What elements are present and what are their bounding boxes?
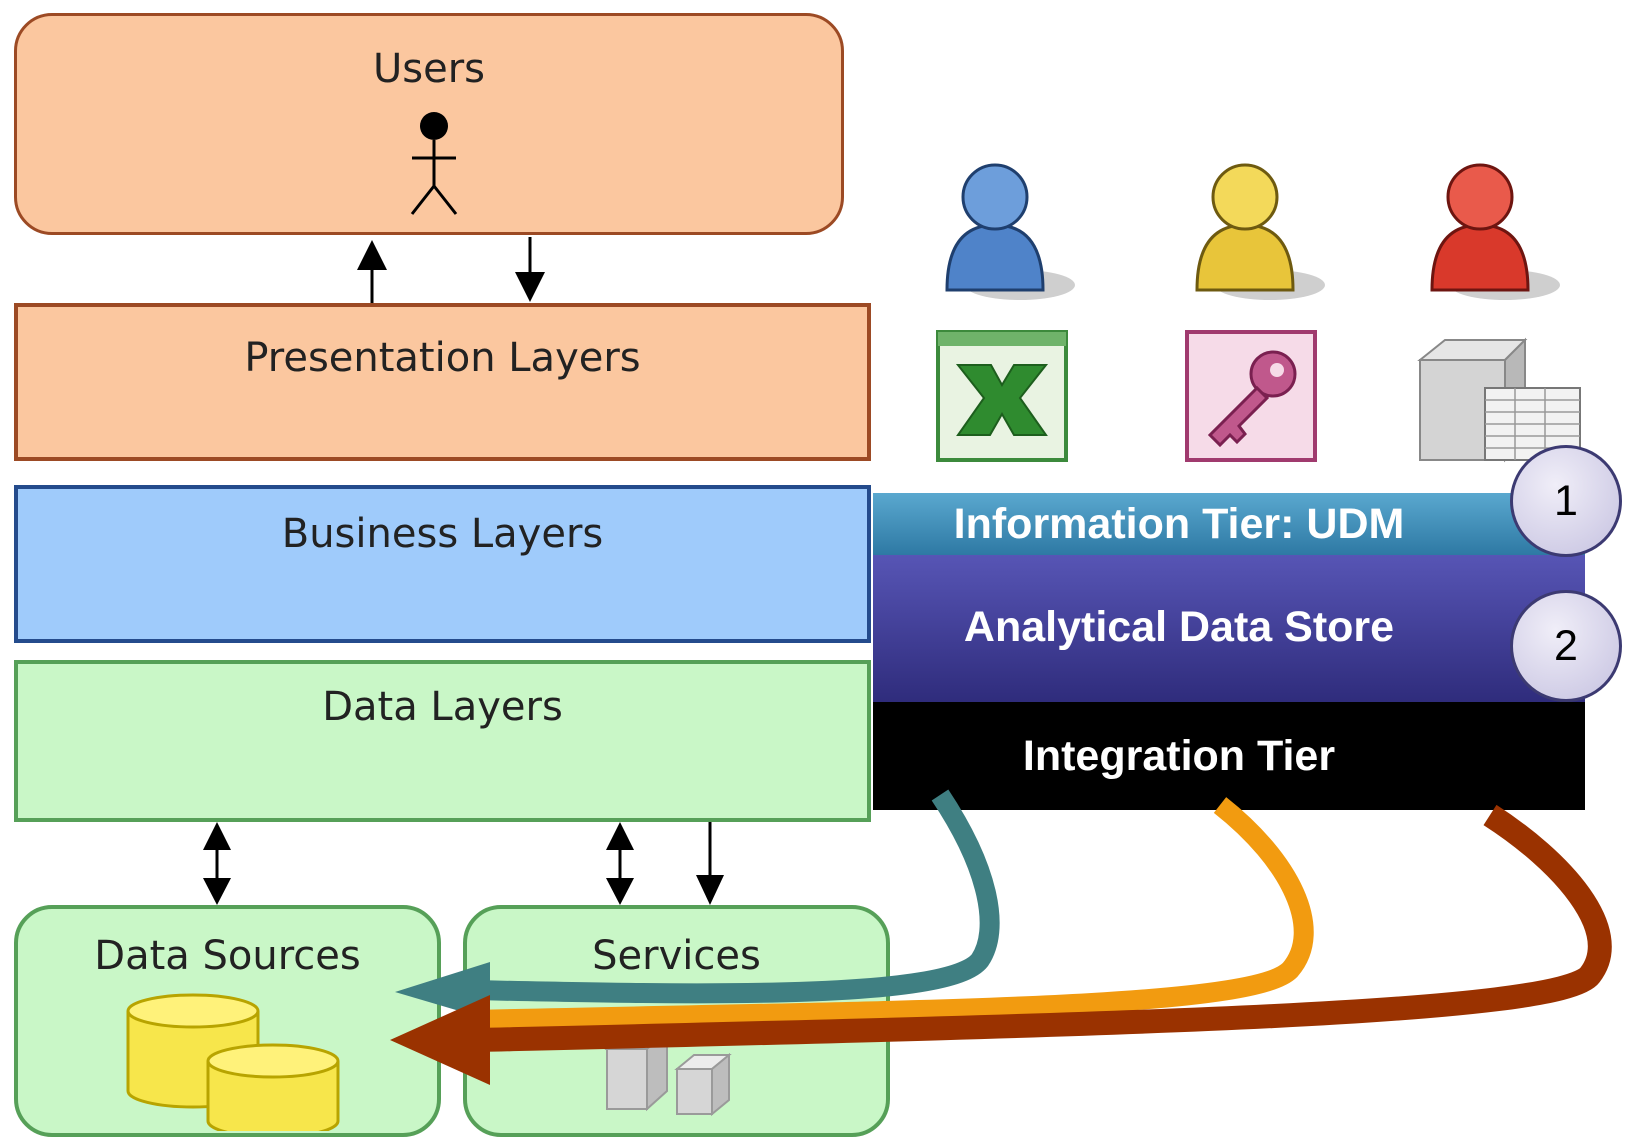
database-icon <box>126 993 340 1131</box>
integration-tier-label: Integration Tier <box>1022 732 1336 780</box>
access-icon <box>1185 330 1317 462</box>
information-tier-bar: Information Tier: UDM <box>873 493 1585 555</box>
badge-2: 2 <box>1510 590 1622 702</box>
data-sources-label: Data Sources <box>94 933 361 979</box>
user-blue-icon <box>945 163 1075 300</box>
users-box: Users <box>14 13 844 235</box>
information-tier-label: Information Tier: UDM <box>953 500 1405 548</box>
excel-icon <box>936 330 1068 462</box>
data-layers-label: Data Layers <box>322 684 563 730</box>
analytical-data-store-bar: Analytical Data Store <box>873 555 1585 702</box>
business-label: Business Layers <box>281 511 604 557</box>
integration-tier-bar: Integration Tier <box>873 702 1585 810</box>
user-yellow-icon <box>1195 163 1325 300</box>
cubes-icon <box>604 1028 732 1117</box>
stick-figure-icon <box>410 112 458 215</box>
services-box: Services <box>463 905 890 1137</box>
badge-1: 1 <box>1510 445 1622 557</box>
presentation-label: Presentation Layers <box>244 335 641 381</box>
services-label: Services <box>592 933 761 979</box>
users-label: Users <box>372 46 485 92</box>
data-layers-box: Data Layers <box>14 660 871 822</box>
business-layers-box: Business Layers <box>14 485 871 643</box>
analytical-data-store-label: Analytical Data Store <box>963 603 1395 651</box>
presentation-layers-box: Presentation Layers <box>14 303 871 461</box>
user-red-icon <box>1430 163 1560 300</box>
data-sources-box: Data Sources <box>14 905 441 1137</box>
